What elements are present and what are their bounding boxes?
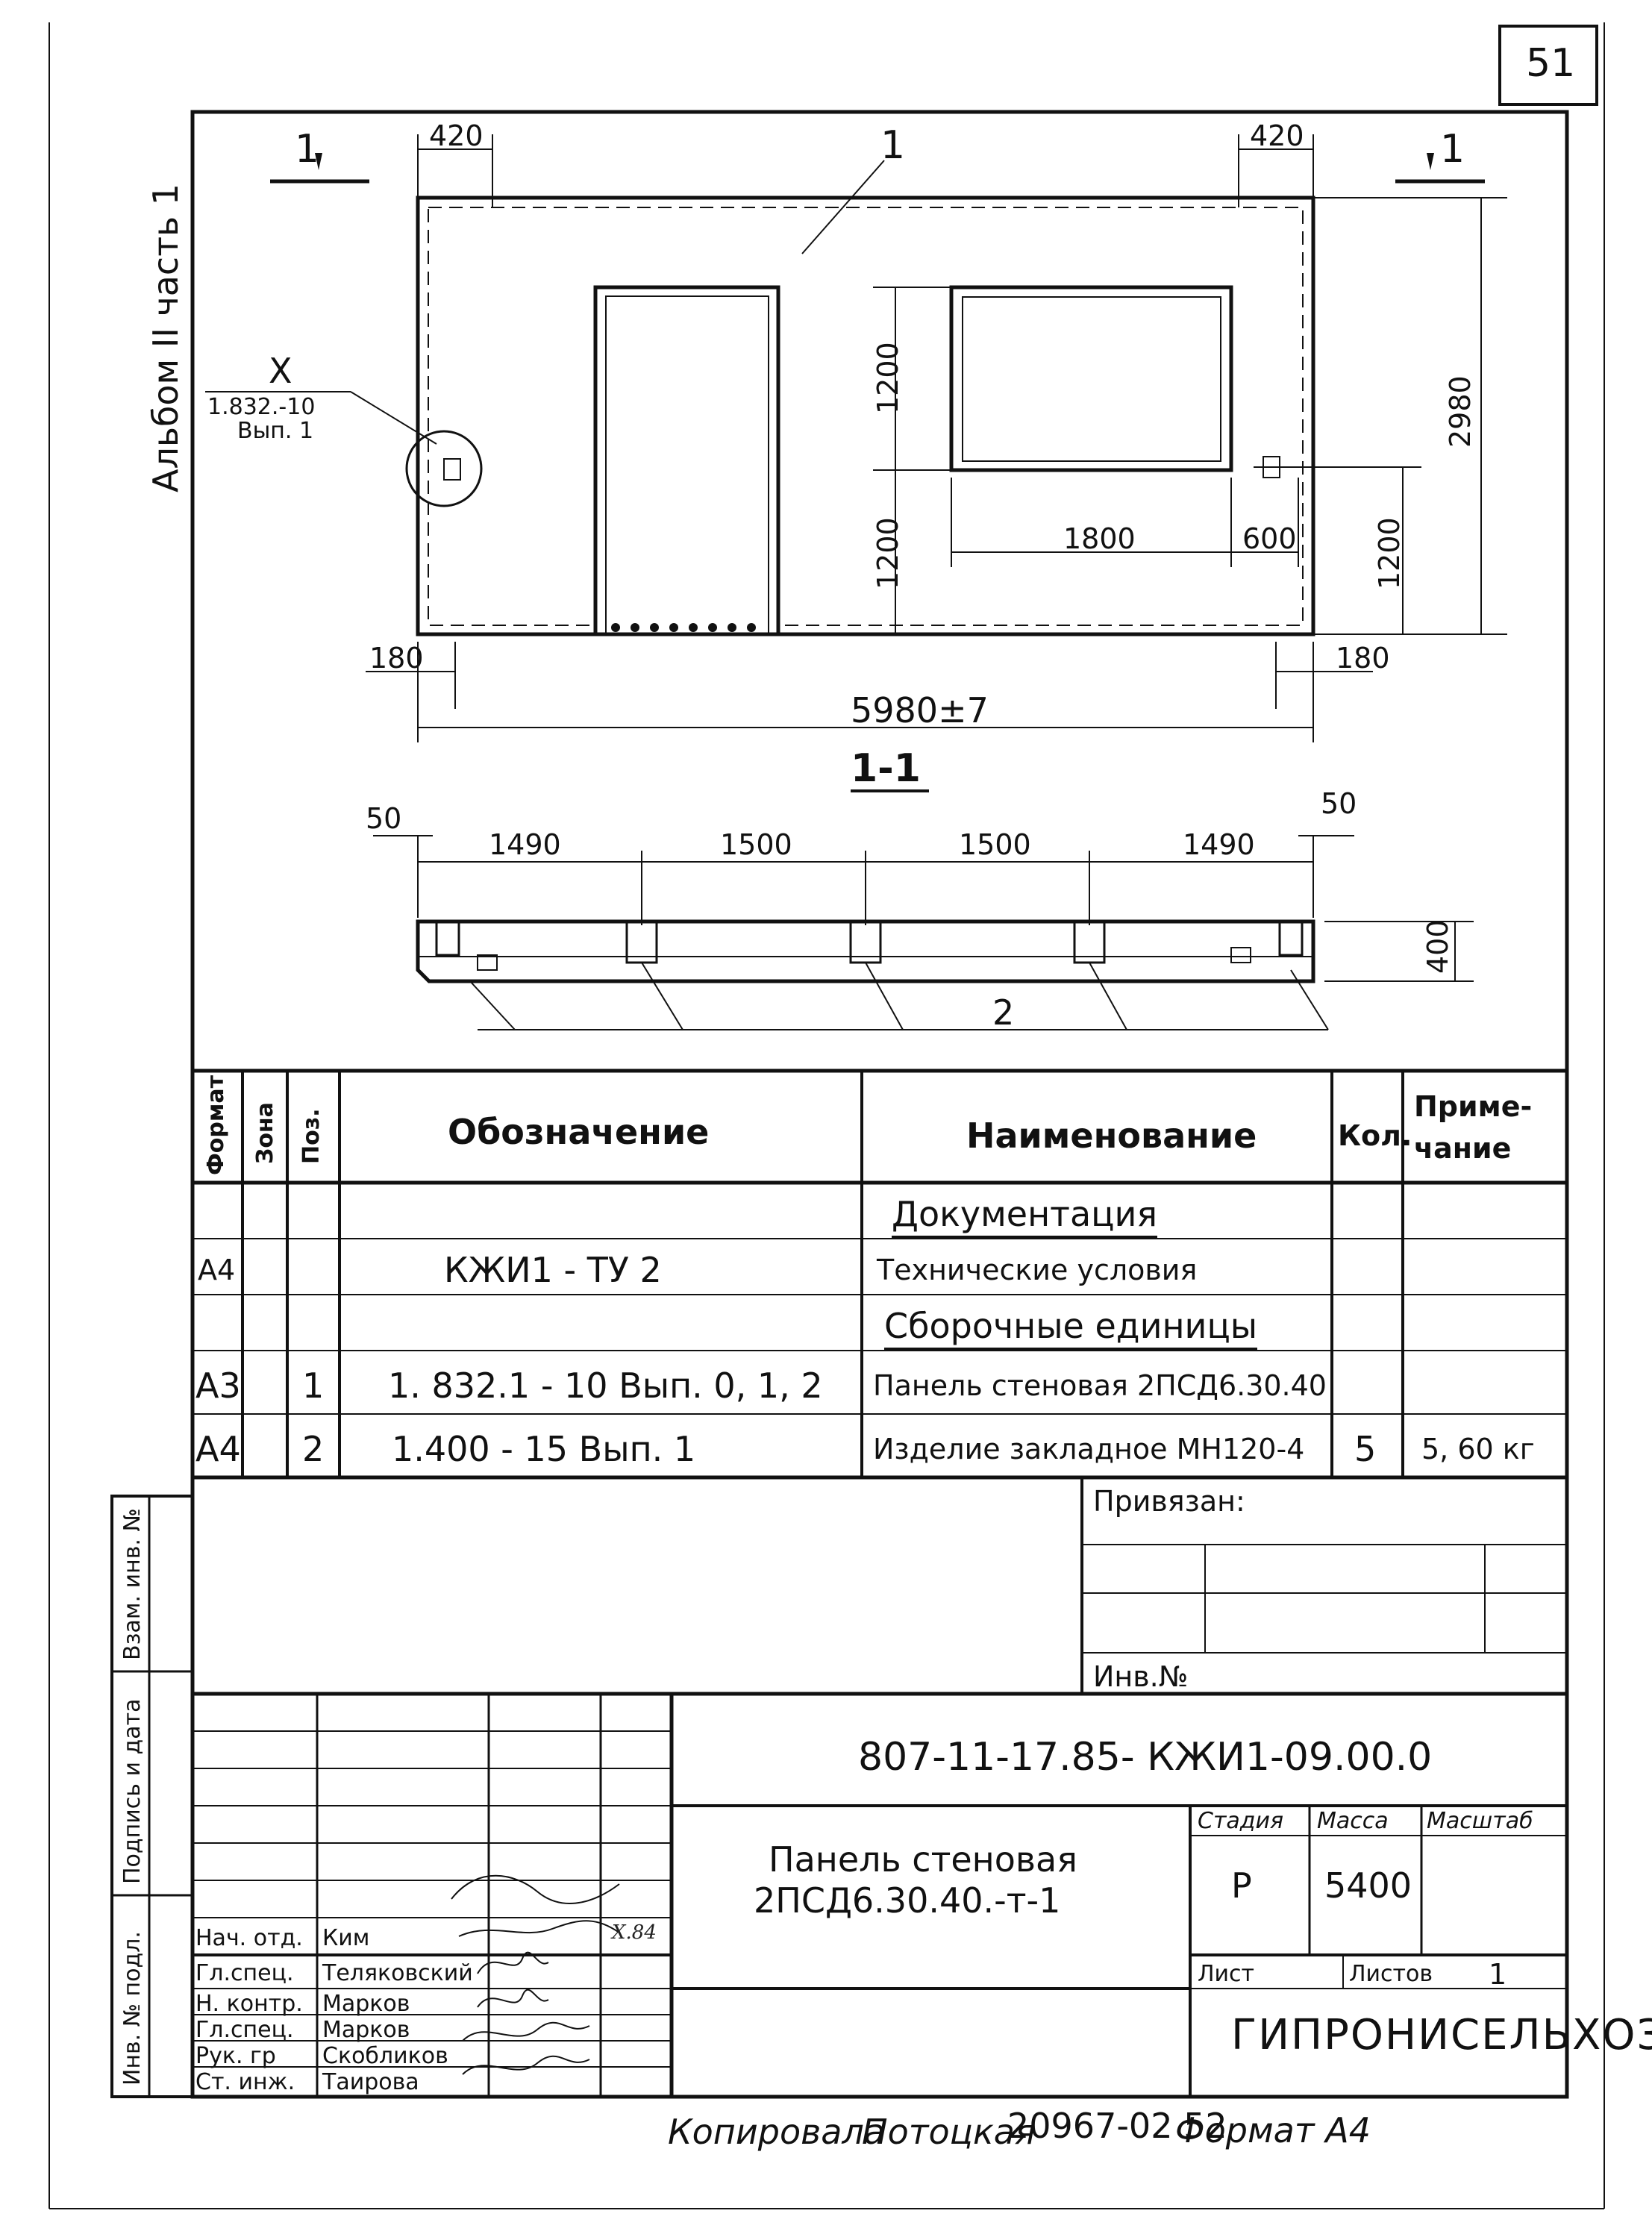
stage-value: Р [1231, 1865, 1252, 1906]
dim-1200-top: 1200 [872, 342, 904, 414]
hdr-qty: Кол. [1338, 1119, 1412, 1152]
title-line1: Панель стеновая [769, 1839, 1077, 1880]
section-mark-right: 1 [1440, 127, 1465, 172]
staff-name: Марков [322, 2017, 410, 2043]
document-code: 807-11-17.85- КЖИ1-09.00.0 [858, 1735, 1433, 1780]
hdr-zone: Зона [252, 1102, 278, 1164]
stamp-inv-podl: Инв. № подл. [119, 1931, 146, 2086]
row3-pos: 2 [302, 1429, 325, 1469]
sheets-value: 1 [1489, 1958, 1507, 1991]
row1-name: Технические условия [877, 1254, 1198, 1286]
hdr-name: Наименование [966, 1116, 1257, 1156]
dim-1200-bottom: 1200 [872, 517, 904, 589]
dim-1200-right: 1200 [1373, 517, 1406, 589]
sheet-number: 51 [1526, 41, 1576, 86]
organization: ГИПРОНИСЕЛЬХОЗ [1231, 2011, 1652, 2059]
mass-value: 5400 [1324, 1865, 1412, 1906]
hdr-format: Формат [203, 1075, 229, 1175]
stage-label: Стадия [1198, 1808, 1284, 1834]
mass-label: Масса [1317, 1808, 1389, 1834]
section-documentation: Документация [892, 1194, 1158, 1238]
row3-qty: 5 [1354, 1429, 1377, 1469]
row2-pos: 1 [302, 1365, 325, 1406]
node-issue: Вып. 1 [237, 418, 314, 444]
sheet-label: Лист [1198, 1961, 1255, 1987]
hdr-designation: Обозначение [448, 1112, 710, 1152]
staff-name: Ким [322, 1925, 370, 1951]
staff-role: Н. контр. [195, 1991, 303, 2017]
position-2-label: 2 [992, 992, 1015, 1033]
date-note: X.84 [612, 1921, 657, 1944]
album-label: Альбом II часть 1 [146, 183, 186, 492]
dim-5980: 5980±7 [851, 690, 989, 730]
dim-1490-a: 1490 [489, 828, 561, 861]
staff-role: Гл.спец. [195, 2017, 294, 2043]
title-line2: 2ПСД6.30.40.-т-1 [754, 1880, 1061, 1921]
section-mark-left: 1 [295, 127, 320, 172]
stamp-vzam: Взам. инв. № [119, 1508, 146, 1660]
section-assemblies: Сборочные единицы [884, 1306, 1258, 1350]
dim-420-left: 420 [429, 119, 484, 152]
staff-name: Марков [322, 1991, 410, 2017]
dim-1500-b: 1500 [959, 828, 1031, 861]
dim-600: 600 [1242, 522, 1297, 555]
dim-180-left: 180 [369, 642, 424, 675]
footer-copied: Копировала [668, 2112, 886, 2152]
footer-number: 20967-02 52 [1007, 2106, 1227, 2146]
row3-designation: 1.400 - 15 Вып. 1 [392, 1429, 696, 1469]
sheets-label: Листов [1349, 1961, 1433, 1987]
dim-180-right: 180 [1336, 642, 1390, 675]
staff-name: Теляковский [322, 1960, 473, 1986]
row3-name: Изделие закладное МН120-4 [873, 1433, 1305, 1465]
hdr-pos: Поз. [298, 1108, 325, 1164]
staff-role: Нач. отд. [195, 1925, 303, 1951]
attached-label: Привязан: [1093, 1485, 1245, 1518]
staff-role: Ст. инж. [195, 2069, 295, 2095]
dim-50-right: 50 [1321, 787, 1357, 820]
row1-designation: КЖИ1 - ТУ 2 [444, 1250, 662, 1290]
node-mark: X [269, 351, 292, 391]
hdr-note: Приме- чание [1414, 1090, 1533, 1165]
row3-note: 5, 60 кг [1421, 1433, 1535, 1465]
staff-name: Таирова [322, 2069, 419, 2095]
dim-2980: 2980 [1444, 375, 1477, 448]
dim-400: 400 [1421, 919, 1454, 974]
dim-50-left: 50 [366, 802, 402, 835]
position-1-label: 1 [880, 123, 906, 168]
row1-format: А4 [198, 1254, 236, 1286]
footer-format: Формат А4 [1175, 2110, 1371, 2150]
staff-role: Рук. гр [195, 2043, 276, 2069]
row2-format: А3 [195, 1365, 241, 1406]
node-ref: 1.832.-10 [207, 394, 316, 420]
inv-label: Инв.№ [1093, 1660, 1189, 1693]
dim-420-right: 420 [1250, 119, 1304, 152]
footer-copier: Потоцкая [862, 2112, 1036, 2152]
scale-label: Масштаб [1427, 1808, 1533, 1834]
row3-format: А4 [195, 1429, 241, 1469]
staff-role: Гл.спец. [195, 1960, 294, 1986]
section-title: 1-1 [851, 746, 921, 791]
row2-name: Панель стеновая 2ПСД6.30.40 [873, 1369, 1327, 1402]
row2-designation: 1. 832.1 - 10 Вып. 0, 1, 2 [388, 1365, 823, 1406]
dim-1490-b: 1490 [1183, 828, 1255, 861]
stamp-podpis: Подпись и дата [119, 1698, 146, 1885]
dim-1800: 1800 [1063, 522, 1136, 555]
dim-1500-a: 1500 [720, 828, 792, 861]
staff-name: Скобликов [322, 2043, 448, 2069]
